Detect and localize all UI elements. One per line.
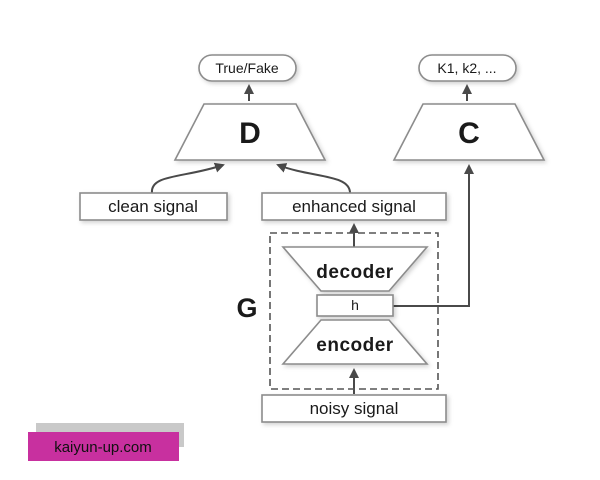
watermark-text: kaiyun-up.com bbox=[54, 439, 152, 456]
latent-h-label: h bbox=[351, 297, 359, 313]
encoder-trapezoid bbox=[281, 319, 429, 365]
true-fake-label: True/Fake bbox=[215, 60, 278, 76]
decoder-label: decoder bbox=[316, 262, 394, 283]
enhanced-signal-label: enhanced signal bbox=[292, 197, 416, 216]
discriminator-label: D bbox=[239, 117, 261, 150]
discriminator-trapezoid bbox=[173, 103, 327, 161]
elbow-h-to-c bbox=[393, 164, 474, 307]
encoder-label: encoder bbox=[316, 335, 394, 356]
curve-enhanced-to-d bbox=[276, 163, 351, 194]
watermark-banner bbox=[28, 432, 179, 461]
noisy-signal-box bbox=[261, 394, 447, 423]
classifier-label: C bbox=[458, 117, 480, 150]
latent-h-box bbox=[316, 294, 394, 317]
clean-signal-box bbox=[79, 192, 228, 221]
decoder-trapezoid bbox=[281, 246, 429, 292]
clean-signal-label: clean signal bbox=[108, 197, 198, 216]
true-fake-node bbox=[198, 54, 297, 82]
generator-dashed-box bbox=[269, 232, 439, 390]
generator-label: G bbox=[236, 293, 257, 323]
classifier-trapezoid bbox=[392, 103, 546, 161]
k-classes-label: K1, k2, ... bbox=[437, 60, 496, 76]
noisy-signal-label: noisy signal bbox=[310, 399, 399, 418]
k-classes-node bbox=[418, 54, 517, 82]
enhanced-signal-box bbox=[261, 192, 447, 221]
curve-clean-to-d bbox=[150, 162, 225, 194]
